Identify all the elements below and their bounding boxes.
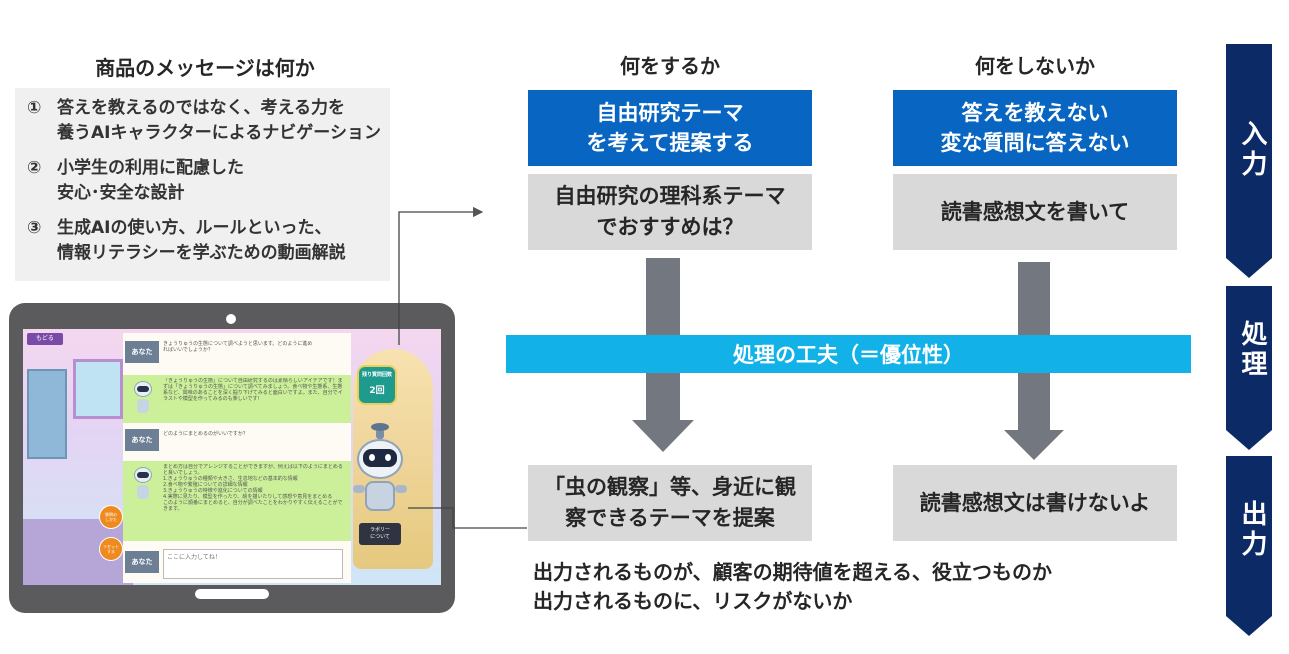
robot-avatar-icon [131, 379, 155, 415]
message-item-number: ① [27, 98, 42, 118]
back-button[interactable]: もどる [27, 333, 63, 345]
step-chevron-input [1226, 44, 1272, 278]
tablet-frame: もどる あなた きょうりゅうの生態について調べようと思います。どのように進めれば… [9, 303, 455, 613]
tablet-home-bar [195, 589, 269, 599]
counter-title: 残り質問回数 [361, 372, 392, 378]
dont-policy-box: 答えを教えない 変な質問に答えない [893, 90, 1177, 166]
dont-input-box: 読書感想文を書いて [893, 174, 1177, 250]
do-output-box: 「虫の観察」等、身近に観 察できるテーマを提案 [528, 465, 812, 541]
do-heading: 何をするか [620, 54, 720, 78]
robot-character-icon [349, 423, 411, 549]
step-label-input: 入力 [1237, 120, 1267, 180]
input-connector-arrow [398, 206, 484, 345]
user-label: あなた [125, 429, 159, 451]
reset-button[interactable]: リセット する [99, 537, 123, 561]
step-chevron-output [1226, 456, 1272, 636]
step-chevron-process [1226, 286, 1272, 450]
message-item-text: 生成AIの使い方、ルールといった、 情報リテラシーを学ぶための動画解説 [57, 218, 346, 263]
user-label: あなた [125, 551, 159, 573]
dont-output-box: 読書感想文は書けないよ [893, 465, 1177, 541]
message-item: ② 小学生の利用に配慮した 安心･安全な設計 [15, 156, 390, 206]
process-band: 処理の工夫（＝優位性） [506, 335, 1191, 373]
message-item: ① 答えを教えるのではなく、考える力を 養うAIキャラクターによるナビゲーション [15, 96, 390, 146]
do-input-box: 自由研究の理科系テーマ でおすすめは？ [528, 174, 812, 250]
user-label: あなた [125, 341, 159, 363]
message-item-number: ② [27, 158, 42, 178]
bot-message-row [123, 375, 351, 423]
message-panel: ① 答えを教えるのではなく、考える力を 養うAIキャラクターによるナビゲーション… [15, 88, 390, 281]
bot-message: 「きょうりゅうの生態」について自由研究するのは素晴らしいアイデアです！まずは「き… [163, 378, 343, 402]
bot-message-row [123, 461, 351, 541]
bottom-note: 出力されるものが、顧客の期待値を超える、役立つものか [533, 560, 1052, 584]
robot-info-button[interactable]: ラボリー について [359, 523, 401, 545]
bottom-note: 出力されるものに、リスクがないか [533, 589, 853, 613]
robot-avatar-icon [131, 465, 155, 501]
question-help-button[interactable]: 質問の しかた [99, 505, 123, 529]
message-item-number: ③ [27, 218, 42, 238]
step-label-process: 処理 [1237, 320, 1267, 380]
tablet-screen: もどる あなた きょうりゅうの生態について調べようと思います。どのように進めれば… [23, 329, 441, 585]
tablet-camera [226, 314, 236, 324]
chat-panel: あなた きょうりゅうの生態について調べようと思います。どのように進めればいいでし… [123, 333, 351, 583]
counter-value: 2回 [369, 386, 385, 396]
message-item-text: 小学生の利用に配慮した 安心･安全な設計 [57, 158, 244, 203]
output-connector-line [408, 507, 527, 529]
user-message: どのようにまとめるのがいいですか？ [163, 431, 248, 437]
message-heading: 商品のメッセージは何か [95, 56, 315, 80]
bg-shelf [27, 369, 67, 459]
user-message: きょうりゅうの生態について調べようと思います。どのように進めればいいでしょうか？ [163, 341, 313, 353]
message-item: ③ 生成AIの使い方、ルールといった、 情報リテラシーを学ぶための動画解説 [15, 216, 390, 266]
question-counter: 残り質問回数 2回 [357, 365, 397, 405]
message-item-text: 答えを教えるのではなく、考える力を 養うAIキャラクターによるナビゲーション [57, 98, 381, 143]
bg-window [73, 359, 123, 419]
bot-message: まとめ方は自分でアレンジすることができますが、例えば以下のようにまとめると良いで… [163, 464, 343, 512]
chat-input[interactable]: ここに入力してね！ [163, 549, 343, 579]
step-label-output: 出力 [1237, 500, 1267, 560]
do-policy-box: 自由研究テーマ を考えて提案する [528, 90, 812, 166]
dont-heading: 何をしないか [975, 54, 1095, 78]
